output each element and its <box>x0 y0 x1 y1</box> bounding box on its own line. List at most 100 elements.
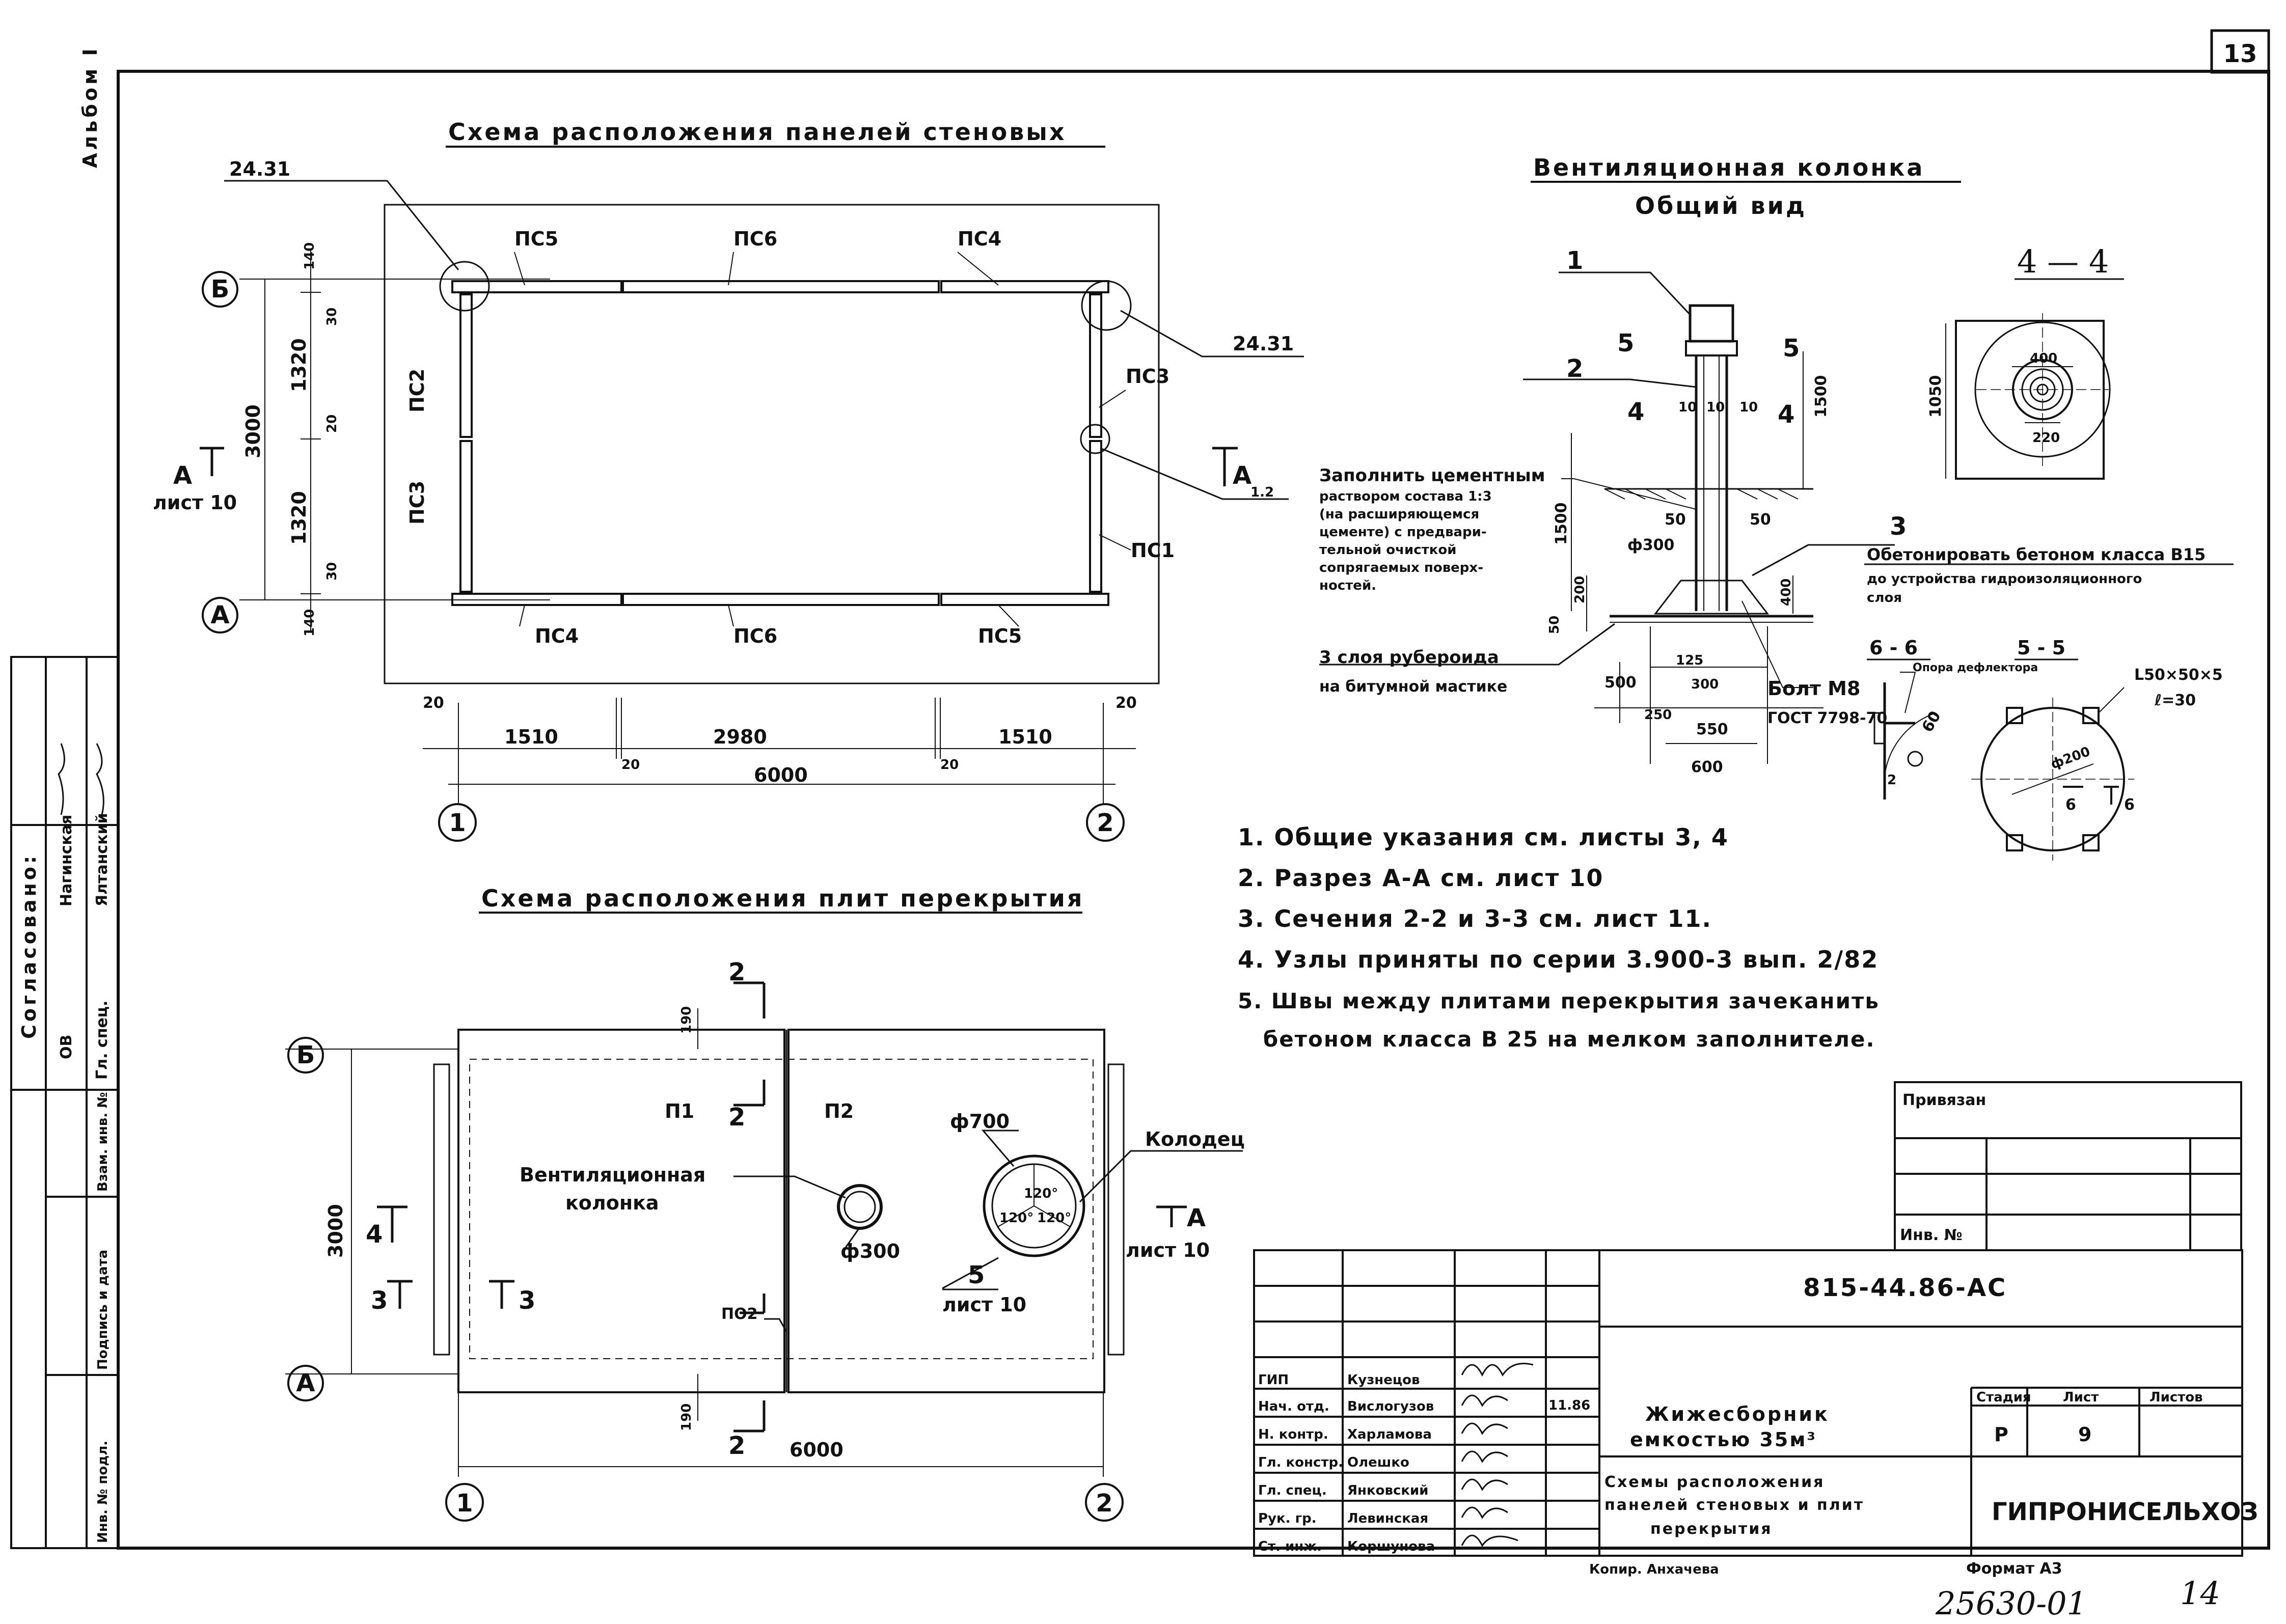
vent-label-2: колонка <box>565 1192 659 1214</box>
vent-callout-3: 3 <box>1890 512 1907 541</box>
node-5-ref: лист 10 <box>942 1293 1026 1316</box>
wall-section-a-right-ref: 1.2 <box>1250 485 1274 500</box>
slab-section-a-right-ref: лист 10 <box>1126 1239 1210 1261</box>
slab-label-p1: П1 <box>665 1100 694 1122</box>
vent-callout-1: 1 <box>1566 246 1583 275</box>
wall-node-ref-left: 24.31 <box>229 158 290 180</box>
staff-name: Коршунова <box>1347 1539 1435 1554</box>
wall-node-ref-right: 24.31 <box>1233 333 1294 355</box>
slab-axis-1: 1 <box>456 1489 473 1518</box>
vent-label-1: Вентиляционная <box>520 1164 705 1186</box>
vent-dim-10-b: 10 <box>1706 400 1725 415</box>
dim-30-bottom: 30 <box>324 562 340 581</box>
vent-dim-300: ф300 <box>1627 536 1674 554</box>
section-44-dim-220: 220 <box>2032 430 2060 446</box>
note-line: Заполнить цементным <box>1319 465 1545 486</box>
wall-plan-drawing <box>224 180 1304 805</box>
section-66-label: Опора дефлектора <box>1913 662 2038 674</box>
node-5-label: 5 <box>968 1261 985 1289</box>
panel-label: ПС4 <box>958 228 1001 250</box>
slab-dim-3000: 3000 <box>324 1204 347 1258</box>
staff-role: Ст. инж. <box>1258 1539 1322 1554</box>
section-44-dim-400: 400 <box>2030 351 2057 366</box>
vent-dim-10-c: 10 <box>1739 400 1758 415</box>
note-line: цементе) с предвари- <box>1319 525 1487 540</box>
approval-dept-2: Гл. спец. <box>93 1001 111 1080</box>
section-44-drawing <box>1945 313 2111 480</box>
vent-dim-600: 600 <box>1691 758 1723 776</box>
title-stage-value: Р <box>1994 1423 2008 1446</box>
title-sheet-1: Схемы расположения <box>1604 1473 1825 1491</box>
staff-name: Кузнецов <box>1347 1372 1420 1388</box>
vent-dim-1500-left: 1500 <box>1553 503 1570 545</box>
dim-total-height: 3000 <box>242 404 264 458</box>
note-line: сопрягаемых поверх- <box>1319 560 1483 575</box>
title-block <box>1253 1249 2243 1557</box>
vent-column-drawing <box>1319 271 1895 764</box>
note-line: Обетонировать бетоном класса В15 <box>1867 545 2206 564</box>
binding-box <box>1894 1081 2242 1251</box>
slab-section-2-top: 2 <box>728 958 745 986</box>
staff-role: Гл. спец. <box>1258 1483 1327 1498</box>
vent-callout-2: 2 <box>1566 354 1583 383</box>
staff-name: Янковский <box>1347 1483 1428 1498</box>
note-item: бетоном класса В 25 на мелком заполнител… <box>1238 1027 1875 1052</box>
note-item: 1. Общие указания см. листы 3, 4 <box>1238 823 1729 851</box>
copied-by: Копир. Анхачева <box>1589 1562 1719 1577</box>
staff-name: Харламова <box>1347 1427 1432 1442</box>
approval-col-inventory: Инв. № подл. <box>95 1441 111 1543</box>
vent-callout-4-left: 4 <box>1627 398 1644 426</box>
slab-dim-190-top: 190 <box>679 1006 694 1034</box>
section-66-drawing <box>1873 672 1936 800</box>
note-item: 4. Узлы приняты по серии 3.900-3 вып. 2/… <box>1238 946 1879 973</box>
vent-dim-500: 500 <box>1604 674 1637 692</box>
dim-20-right: 20 <box>1115 694 1137 712</box>
dim-total-width: 6000 <box>754 764 808 786</box>
bolt-standard: ГОСТ 7798-70 <box>1767 709 1887 727</box>
section-55-length: ℓ=30 <box>2154 692 2196 709</box>
vent-dim-125: 125 <box>1676 653 1703 668</box>
bolt-label: Болт М8 <box>1767 677 1860 700</box>
section-66-dim-2: 2 <box>1887 773 1896 788</box>
binding-inventory: Инв. № <box>1900 1226 1963 1244</box>
panel-label: ПС6 <box>733 625 777 647</box>
section-66-title: 6 - 6 <box>1869 637 1918 659</box>
title-sheet-label: Лист <box>2063 1390 2099 1405</box>
title-sheet-2: панелей стеновых и плит <box>1604 1496 1864 1514</box>
dim-20-gap-left: 20 <box>621 757 640 773</box>
slab-dim-190-bottom: 190 <box>679 1403 694 1431</box>
section-66-dim-60: 60 <box>1919 708 1945 735</box>
section-44-title: 4 — 4 <box>2017 243 2109 280</box>
vent-column-subtitle: Общий вид <box>1635 192 1807 219</box>
note-line: слоя <box>1867 590 1902 605</box>
page-number: 13 <box>2223 40 2257 68</box>
title-block-staff: ГИП Кузнецов Нач. отд. Вислогузов Н. кон… <box>1258 1372 1438 1554</box>
approval-col-replacement: Взам. инв. № <box>95 1092 111 1192</box>
wall-plan-axis-bubbles <box>202 271 1125 842</box>
title-sheets-label: Листов <box>2149 1390 2203 1405</box>
slab-section-3-left: 3 <box>371 1286 388 1315</box>
slab-plan-drawing <box>285 1008 1243 1477</box>
slab-section-marks <box>377 981 1187 1433</box>
section-55-cut: 6 <box>2065 796 2076 814</box>
vent-dim-50-left: 50 <box>1665 511 1686 529</box>
title-object-2: емкостью 35м³ <box>1630 1428 1817 1451</box>
wall-section-a-left-ref: лист 10 <box>153 491 237 514</box>
dim-140-bottom: 140 <box>302 609 317 637</box>
note-item: 2. Разрез А-А см. лист 10 <box>1238 864 1603 892</box>
well-angle-3: 120° <box>1037 1210 1071 1226</box>
title-organization: ГИПРОНИСЕЛЬХОЗ <box>1992 1498 2258 1526</box>
slab-axis-a: А <box>296 1369 315 1397</box>
vent-callout-5-right: 5 <box>1783 334 1800 363</box>
dim-1320-top: 1320 <box>288 338 310 392</box>
staff-name: Олешко <box>1347 1455 1409 1470</box>
staff-name: Левинская <box>1347 1511 1428 1526</box>
dim-30-top: 30 <box>324 308 340 326</box>
panel-label: ПС3 <box>406 481 428 525</box>
panel-label: ПС6 <box>733 228 777 250</box>
handwritten-page: 14 <box>2180 1575 2220 1612</box>
panel-label: ПС5 <box>514 228 558 250</box>
staff-role: ГИП <box>1258 1372 1289 1388</box>
format-label: Формат А3 <box>1966 1560 2062 1578</box>
dim-20-left: 20 <box>423 694 444 712</box>
